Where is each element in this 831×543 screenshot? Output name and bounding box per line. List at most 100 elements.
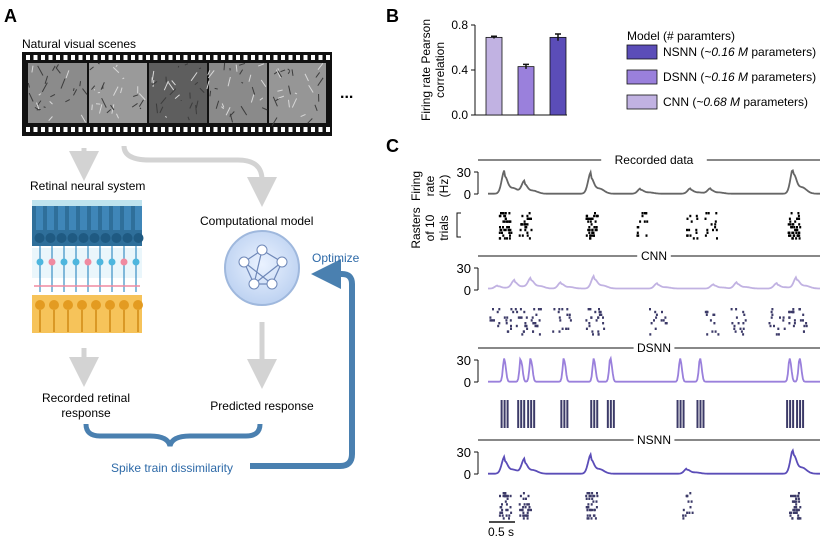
sprocket-hole: [168, 55, 173, 60]
raster-spike: [595, 214, 598, 218]
raster-spike: [643, 220, 646, 223]
raster-spike: [594, 228, 597, 232]
raster-spike: [782, 319, 785, 322]
raster-spike: [592, 333, 594, 336]
photoreceptor-body: [78, 233, 89, 243]
raster-spike: [641, 214, 644, 218]
raster-spike: [792, 508, 795, 512]
raster-spike: [502, 494, 505, 498]
texture-stroke: [207, 70, 211, 76]
texture-stroke: [241, 81, 244, 84]
texture-stroke: [106, 109, 112, 114]
raster-spike: [587, 503, 590, 506]
raster-spike: [508, 231, 511, 234]
sprocket-hole: [108, 127, 113, 132]
raster-spike: [593, 234, 595, 237]
raster-spike: [591, 330, 594, 333]
raster-spike: [508, 517, 510, 520]
model-label: Computational model: [200, 214, 313, 228]
raster-spike: [791, 494, 794, 498]
rate-trace-nsnn: [488, 448, 820, 475]
raster-spike: [789, 223, 792, 226]
photoreceptor: [135, 206, 142, 230]
raster-spike: [637, 226, 640, 229]
raster-spike: [505, 508, 508, 512]
sprocket-hole: [273, 55, 278, 60]
raster-spike: [508, 212, 511, 215]
raster-spike: [519, 308, 522, 311]
texture-stroke: [79, 81, 82, 87]
c-ytick-label: 0: [464, 467, 471, 482]
photoreceptor: [47, 206, 54, 230]
scene-frame-3: [149, 63, 207, 123]
label-mask: [637, 251, 671, 262]
texture-stroke: [277, 70, 283, 78]
sprocket-hole: [131, 55, 135, 60]
sprocket-hole: [266, 55, 270, 60]
raster-spike: [598, 310, 601, 314]
raster-spike: [561, 327, 564, 330]
raster-spike: [502, 492, 505, 495]
raster-spike: [712, 228, 714, 232]
optimize-arrow: [250, 259, 355, 469]
texture-stroke: [184, 63, 189, 66]
sprocket-hole: [228, 55, 233, 60]
texture-stroke: [198, 67, 202, 70]
sprocket-hole: [86, 127, 90, 132]
raster-spike: [589, 494, 592, 498]
raster-spike: [499, 494, 501, 498]
raster-spike: [715, 228, 718, 232]
texture-stroke: [239, 62, 246, 66]
sprocket-hole: [228, 127, 233, 132]
raster-spike: [707, 212, 710, 215]
raster-spike: [526, 503, 529, 506]
sprocket-hole: [303, 55, 308, 60]
raster-spike: [777, 333, 780, 336]
sprocket-hole: [311, 127, 315, 132]
raster-spike: [594, 220, 597, 223]
sprocket-hole: [26, 55, 30, 60]
raster-spike: [593, 226, 596, 229]
raster-spike: [706, 310, 709, 314]
raster-spike: [506, 237, 508, 240]
raster-spike: [597, 330, 600, 333]
raster-spike: [520, 508, 523, 512]
raster-spike: [509, 506, 512, 509]
raster-spike: [792, 234, 795, 237]
raster-spike: [602, 316, 604, 319]
raster-spike: [534, 322, 537, 325]
texture-stroke: [294, 92, 298, 95]
texture-stroke: [207, 70, 215, 79]
raster-spike: [795, 503, 798, 506]
raster-spike: [569, 319, 572, 322]
raster-spike: [696, 217, 699, 220]
raster-spike: [664, 316, 667, 319]
raster-spike: [521, 234, 524, 237]
raster-spike: [523, 503, 526, 506]
texture-stroke: [223, 62, 226, 71]
raster-spike: [788, 231, 791, 234]
raster-spike: [798, 517, 800, 520]
scenes-label: Natural visual scenes: [22, 37, 136, 51]
raster-label-3: trials: [437, 215, 451, 240]
raster-spike: [771, 308, 774, 311]
raster-spike: [790, 494, 792, 498]
rate-trace-cnn: [488, 273, 820, 290]
texture-stroke: [174, 94, 180, 100]
sprocket-hole: [63, 55, 68, 60]
raster-spike: [539, 308, 542, 311]
raster-spike: [797, 492, 800, 495]
raster-spike: [538, 333, 541, 336]
raster-spike: [799, 319, 802, 322]
photoreceptor-body: [45, 233, 56, 243]
raster-spike: [503, 237, 506, 240]
rate-label-3: (Hz): [437, 175, 451, 198]
legend-params: ~0.68 M: [696, 95, 740, 109]
texture-stroke: [97, 62, 100, 65]
texture-stroke: [167, 82, 175, 91]
texture-stroke: [260, 79, 267, 87]
raster-spike: [489, 316, 492, 319]
texture-stroke: [280, 69, 286, 73]
texture-stroke: [209, 90, 212, 97]
